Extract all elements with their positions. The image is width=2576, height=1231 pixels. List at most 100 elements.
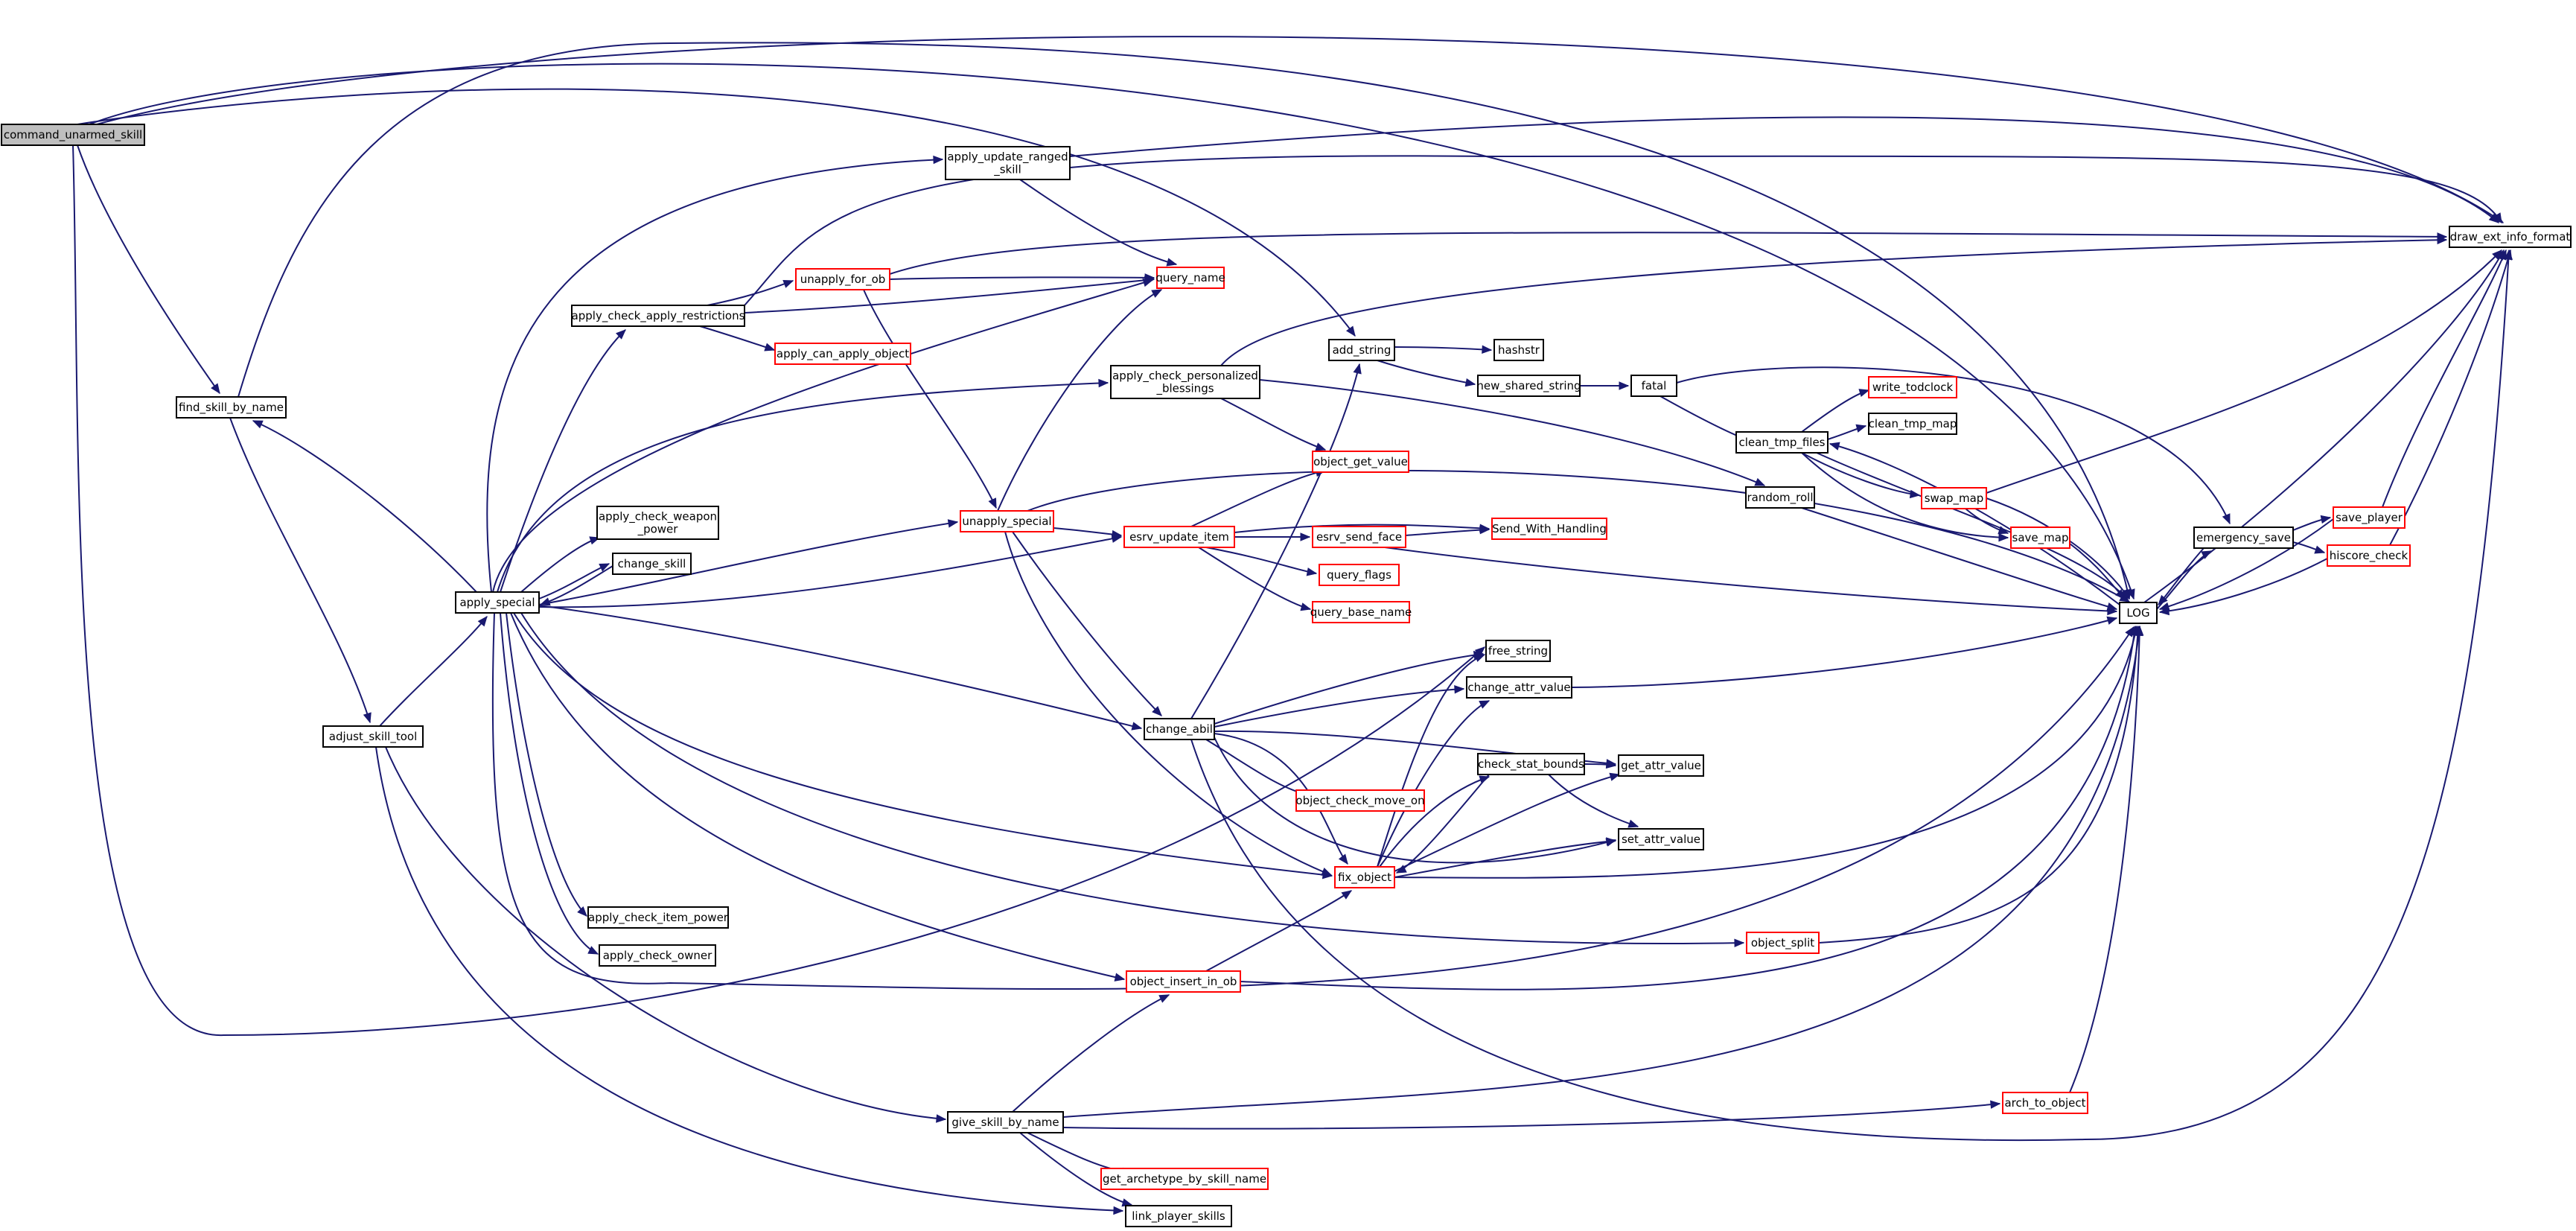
- node-box[interactable]: [1466, 676, 1572, 699]
- node-box[interactable]: [1312, 451, 1409, 473]
- node-box[interactable]: [1921, 487, 1987, 509]
- node-box[interactable]: [1491, 518, 1607, 540]
- node-box[interactable]: [1477, 375, 1581, 397]
- node-box[interactable]: [455, 591, 540, 614]
- node-box[interactable]: [1735, 431, 1829, 454]
- node-apply-check-owner[interactable]: apply_check_owner: [599, 944, 716, 967]
- node-box[interactable]: [2119, 602, 2158, 624]
- node-fix-object[interactable]: fix_object: [1334, 866, 1395, 888]
- node-send-with-handling[interactable]: Send_With_Handling: [1491, 518, 1607, 540]
- node-command-unarmed-skill[interactable]: command_unarmed_skill: [1, 124, 145, 146]
- node-box[interactable]: [1319, 564, 1400, 586]
- node-box[interactable]: [1312, 601, 1410, 623]
- node-clean-tmp-map[interactable]: clean_tmp_map: [1868, 413, 1957, 435]
- node-change-attr-value[interactable]: change_attr_value: [1466, 676, 1572, 699]
- node-box[interactable]: [1312, 526, 1406, 548]
- node-box[interactable]: [2002, 1092, 2088, 1114]
- node-box[interactable]: [1745, 486, 1815, 509]
- node-box[interactable]: [176, 396, 287, 419]
- node-get-attr-value[interactable]: get_attr_value: [1618, 754, 1704, 777]
- node-box[interactable]: [2327, 544, 2411, 567]
- node-add-string[interactable]: add_string: [1328, 339, 1395, 361]
- node-box[interactable]: [1126, 970, 1241, 993]
- node-apply-update-ranged-skill[interactable]: apply_update_ranged_skill: [945, 146, 1071, 180]
- node-esrv-update-item[interactable]: esrv_update_item: [1123, 526, 1235, 548]
- node-hiscore-check[interactable]: hiscore_check: [2327, 544, 2411, 567]
- node-set-attr-value[interactable]: set_attr_value: [1618, 828, 1704, 850]
- node-query-base-name[interactable]: query_base_name: [1310, 601, 1412, 623]
- node-box[interactable]: [960, 510, 1054, 532]
- node-box[interactable]: [587, 906, 729, 929]
- node-box[interactable]: [599, 944, 716, 967]
- node-save-player[interactable]: save_player: [2333, 506, 2406, 529]
- node-box[interactable]: [1618, 754, 1704, 777]
- node-box[interactable]: [2333, 506, 2406, 529]
- node-box[interactable]: [1125, 1205, 1232, 1227]
- node-box[interactable]: [1868, 376, 1957, 398]
- node-link-player-skills[interactable]: link_player_skills: [1125, 1205, 1232, 1227]
- node-box[interactable]: [1, 124, 145, 146]
- node-object-get-value[interactable]: object_get_value: [1312, 451, 1409, 473]
- node-box[interactable]: [322, 725, 424, 748]
- node-find-skill-by-name[interactable]: find_skill_by_name: [176, 396, 287, 419]
- node-box[interactable]: [2193, 527, 2294, 549]
- node-save-map[interactable]: save_map: [2010, 527, 2070, 549]
- node-arch-to-object[interactable]: arch_to_object: [2002, 1092, 2088, 1114]
- node-clean-tmp-files[interactable]: clean_tmp_files: [1735, 431, 1829, 454]
- node-write-todclock[interactable]: write_todclock: [1868, 376, 1957, 398]
- node-box[interactable]: [596, 506, 719, 540]
- node-box[interactable]: [947, 1111, 1064, 1133]
- node-emergency-save[interactable]: emergency_save: [2193, 527, 2294, 549]
- node-adjust-skill-tool[interactable]: adjust_skill_tool: [322, 725, 424, 748]
- node-box[interactable]: [1477, 753, 1585, 775]
- node-box[interactable]: [571, 305, 745, 327]
- node-random-roll[interactable]: random_roll: [1745, 486, 1815, 509]
- node-query-name[interactable]: query_name: [1155, 267, 1225, 289]
- node-unapply-for-ob[interactable]: unapply_for_ob: [795, 268, 890, 290]
- node-box[interactable]: [945, 146, 1071, 180]
- node-change-skill[interactable]: change_skill: [612, 553, 692, 575]
- node-swap-map[interactable]: swap_map: [1921, 487, 1987, 509]
- node-box[interactable]: [774, 343, 911, 365]
- node-log[interactable]: LOG: [2119, 602, 2158, 624]
- node-apply-special[interactable]: apply_special: [455, 591, 540, 614]
- node-box[interactable]: [1110, 365, 1260, 399]
- node-box[interactable]: [1295, 789, 1425, 812]
- node-new-shared-string[interactable]: new_shared_string: [1476, 375, 1581, 397]
- node-draw-ext-info-format[interactable]: draw_ext_info_format: [2449, 226, 2572, 248]
- node-box[interactable]: [1123, 526, 1235, 548]
- node-box[interactable]: [1485, 640, 1551, 662]
- node-apply-check-item-power[interactable]: apply_check_item_power: [587, 906, 729, 929]
- node-object-split[interactable]: object_split: [1746, 932, 1820, 954]
- node-box[interactable]: [1868, 413, 1957, 435]
- node-box[interactable]: [1144, 718, 1215, 740]
- node-box[interactable]: [1618, 828, 1704, 850]
- node-box[interactable]: [2010, 527, 2070, 549]
- node-apply-can-apply-object[interactable]: apply_can_apply_object: [774, 343, 911, 365]
- node-box[interactable]: [1746, 932, 1820, 954]
- node-box[interactable]: [1100, 1168, 1269, 1190]
- node-hashstr[interactable]: hashstr: [1493, 339, 1544, 361]
- node-fatal[interactable]: fatal: [1630, 375, 1677, 397]
- node-box[interactable]: [1493, 339, 1544, 361]
- node-unapply-special[interactable]: unapply_special: [960, 510, 1054, 532]
- node-box[interactable]: [1156, 267, 1225, 289]
- node-apply-check-apply-restrictions[interactable]: apply_check_apply_restrictions: [571, 305, 745, 327]
- node-box[interactable]: [612, 553, 692, 575]
- node-box[interactable]: [2449, 226, 2572, 248]
- node-check-stat-bounds[interactable]: check_stat_bounds: [1477, 753, 1585, 775]
- node-box[interactable]: [1328, 339, 1395, 361]
- node-object-check-move-on[interactable]: object_check_move_on: [1295, 789, 1425, 812]
- node-free-string[interactable]: free_string: [1485, 640, 1551, 662]
- node-box[interactable]: [1630, 375, 1677, 397]
- node-apply-check-personalized-blessings[interactable]: apply_check_personalized_blessings: [1110, 365, 1260, 399]
- node-get-archetype-by-skill-name[interactable]: get_archetype_by_skill_name: [1100, 1168, 1269, 1190]
- node-object-insert-in-ob[interactable]: object_insert_in_ob: [1126, 970, 1241, 993]
- node-give-skill-by-name[interactable]: give_skill_by_name: [947, 1111, 1064, 1133]
- node-esrv-send-face[interactable]: esrv_send_face: [1312, 526, 1406, 548]
- node-query-flags[interactable]: query_flags: [1319, 564, 1400, 586]
- node-box[interactable]: [1334, 866, 1395, 888]
- node-change-abil[interactable]: change_abil: [1144, 718, 1215, 740]
- node-box[interactable]: [795, 268, 890, 290]
- node-apply-check-weapon-power[interactable]: apply_check_weapon_power: [596, 506, 719, 540]
